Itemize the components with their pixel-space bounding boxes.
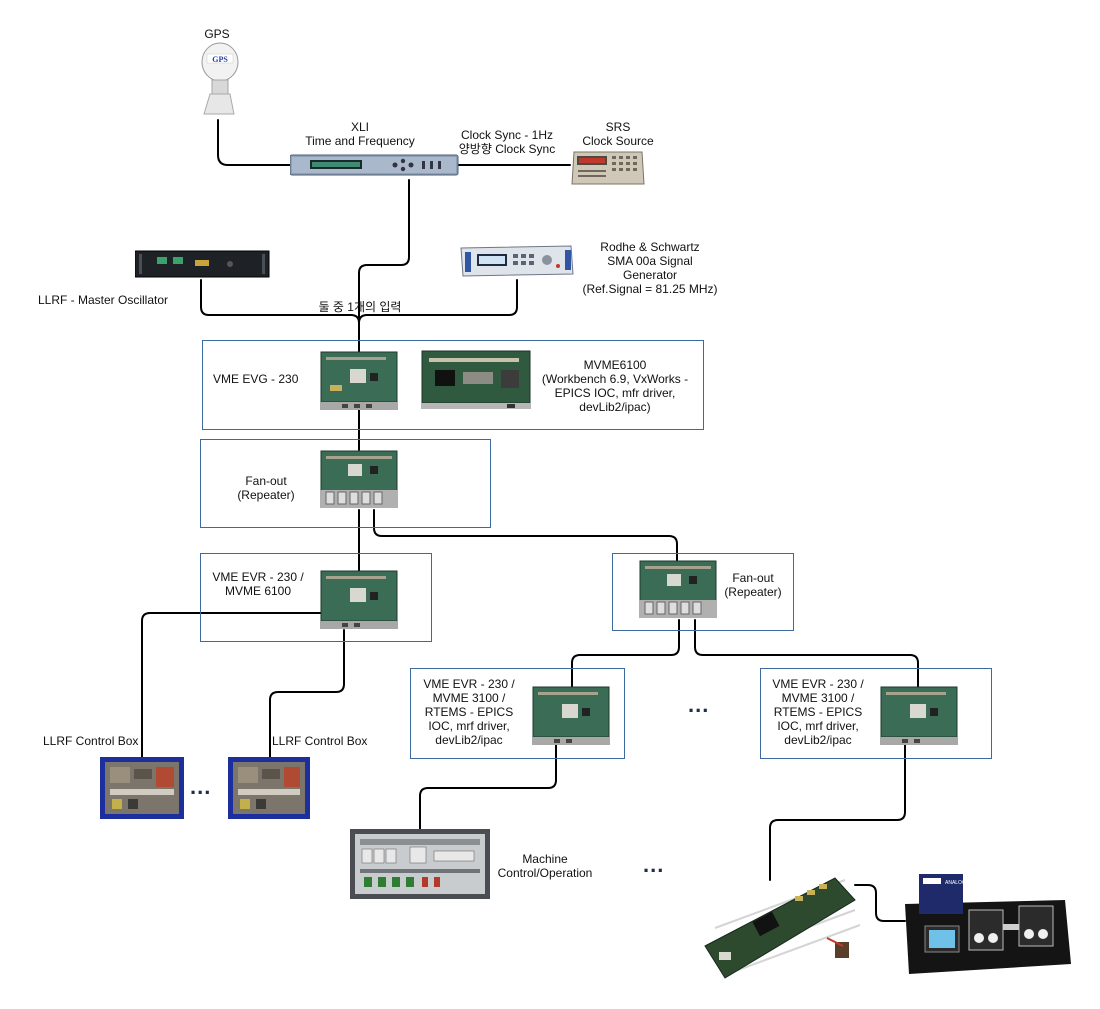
gps-xli-line: [217, 119, 291, 166]
evr1-llrf-b-line: [269, 629, 345, 761]
evr1-line1: VME EVR - 230 /: [212, 570, 304, 584]
fpga-board-icon: [704, 877, 861, 979]
evr2-board-icon: [532, 686, 610, 745]
xli-subtitle: Time and Frequency: [305, 134, 415, 148]
fanout1-board-icon: [320, 450, 398, 508]
srs-title: SRS: [605, 120, 631, 134]
master-oscillator-label: LLRF - Master Oscillator: [38, 293, 169, 307]
fanout1-box: [200, 439, 491, 528]
adc-evaluation-box-icon: ANALOG: [905, 874, 1071, 974]
gps-label: GPS: [204, 27, 230, 41]
evr2-box: [410, 668, 625, 759]
evr3-line2: MVME 3100 /: [781, 691, 855, 705]
srs-device-icon: [571, 151, 645, 185]
mvme6100-line1: MVME6100: [583, 358, 647, 372]
evr2-line5: devLib2/ipac: [435, 733, 503, 747]
clock-sync-line1: Clock Sync - 1Hz: [460, 128, 554, 142]
evg-board-icon: [320, 351, 398, 410]
fanout2-box: [612, 553, 794, 631]
mvme6100-line2: (Workbench 6.9, VxWorks -: [541, 372, 689, 386]
rohde-line4: (Ref.Signal = 81.25 MHz): [582, 282, 718, 296]
fpga-adc-line: [854, 884, 906, 922]
input-select-label: 둘 중 1개의 입력: [318, 300, 402, 314]
fanout1-line1: Fan-out: [245, 474, 287, 488]
machine-line2: Control/Operation: [497, 866, 593, 880]
fanout2-line1: Fan-out: [732, 571, 774, 585]
evr3-line3: RTEMS - EPICS: [773, 705, 863, 719]
xli-evg-line: [358, 179, 410, 356]
mvme6100-line3: EPICS IOC, mfr driver,: [554, 386, 676, 400]
evg-label: VME EVG - 230: [213, 372, 299, 386]
evr3-line1: VME EVR - 230 /: [772, 677, 864, 691]
fanout1-fanout2-line: [373, 509, 678, 563]
llrf-box-b-icon: [228, 757, 310, 819]
srs-subtitle: Clock Source: [582, 134, 654, 148]
xli-title: XLI: [350, 120, 369, 134]
mvme6100-board-icon: [421, 350, 531, 409]
rohde-line3: Generator: [622, 268, 678, 282]
evr1-board-icon: [320, 570, 398, 629]
master-oscillator-icon: [135, 250, 270, 278]
mo-input-line: [200, 279, 360, 324]
evr2-machine-line: [419, 744, 557, 831]
evr1-box: [200, 553, 432, 642]
evr2-line2: MVME 3100 /: [432, 691, 506, 705]
evr3-line4: IOC, mrf driver,: [777, 719, 859, 733]
llrf-ellipsis: ...: [190, 774, 212, 799]
evr2-line3: RTEMS - EPICS: [424, 705, 514, 719]
evr3-fpga-line: [769, 744, 906, 881]
machine-panel-icon: [350, 829, 490, 899]
rohde-line2: SMA 00a Signal: [607, 254, 693, 268]
llrf-box-a-label: LLRF Control Box: [43, 734, 139, 748]
evr3-board-icon: [880, 686, 958, 745]
evr1-llrf-a-line: [141, 612, 323, 761]
rohde-line1: Rodhe & Schwartz: [600, 240, 700, 254]
llrf-box-b-label: LLRF Control Box: [272, 734, 368, 748]
evr-ellipsis: ...: [688, 692, 710, 717]
evr3-box: [760, 668, 992, 759]
fanout2-board-icon: [639, 560, 717, 618]
evr2-line4: IOC, mrf driver,: [428, 719, 510, 733]
llrf-box-a-icon: [100, 757, 184, 819]
evr1-line2: MVME 6100: [224, 584, 292, 598]
xli-device-icon: [290, 154, 459, 176]
evr3-line5: devLib2/ipac: [784, 733, 852, 747]
rs-input-line: [358, 279, 518, 324]
fanout2-line2: (Repeater): [724, 585, 782, 599]
fanout2-evr3-line: [694, 619, 919, 689]
machine-line1: Machine: [522, 852, 568, 866]
evr2-line1: VME EVR - 230 /: [423, 677, 515, 691]
fanout2-evr2-line: [571, 619, 680, 689]
machine-ellipsis: ...: [643, 852, 665, 877]
device-badge: ANALOG: [945, 880, 966, 886]
gps-antenna-icon: GPS: [201, 42, 239, 115]
gps-badge: GPS: [212, 55, 228, 64]
mvme6100-line4: devLib2/ipac): [579, 400, 651, 414]
clock-sync-line2: 양방향 Clock Sync: [458, 142, 556, 156]
evg-box: [202, 340, 704, 430]
signal-generator-icon: [460, 245, 574, 277]
fanout1-line2: (Repeater): [237, 488, 295, 502]
